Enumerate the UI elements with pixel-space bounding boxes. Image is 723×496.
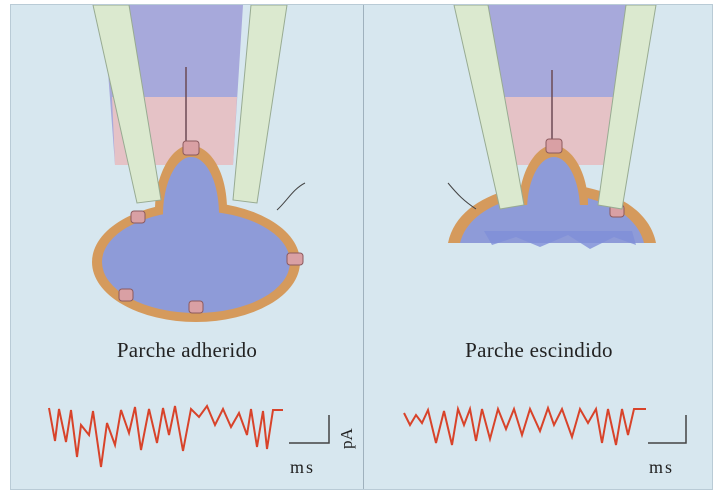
ion-channel (119, 289, 133, 301)
figure: Parche adherido ms pA Parche escindido m… (10, 4, 713, 490)
ion-channel (131, 211, 145, 223)
time-unit-label: ms (290, 457, 315, 478)
pointer-line (448, 183, 476, 209)
current-unit-label: pA (337, 428, 357, 449)
ion-channel (189, 301, 203, 313)
cell-attached-illustration (11, 5, 363, 491)
ion-channel (546, 139, 562, 153)
current-trace (404, 408, 646, 445)
scale-bar (648, 415, 686, 443)
ion-channel (183, 141, 199, 155)
panel-cell-attached: Parche adherido ms pA (11, 5, 363, 489)
time-unit-label: ms (649, 457, 674, 478)
scale-bar (289, 415, 329, 443)
panel-inside-out: Parche escindido ms (364, 5, 714, 489)
current-trace (49, 406, 283, 467)
ion-channel (287, 253, 303, 265)
panel-caption: Parche adherido (11, 338, 363, 363)
inside-out-illustration (364, 5, 714, 491)
pointer-line (277, 183, 305, 210)
panel-caption: Parche escindido (364, 338, 714, 363)
